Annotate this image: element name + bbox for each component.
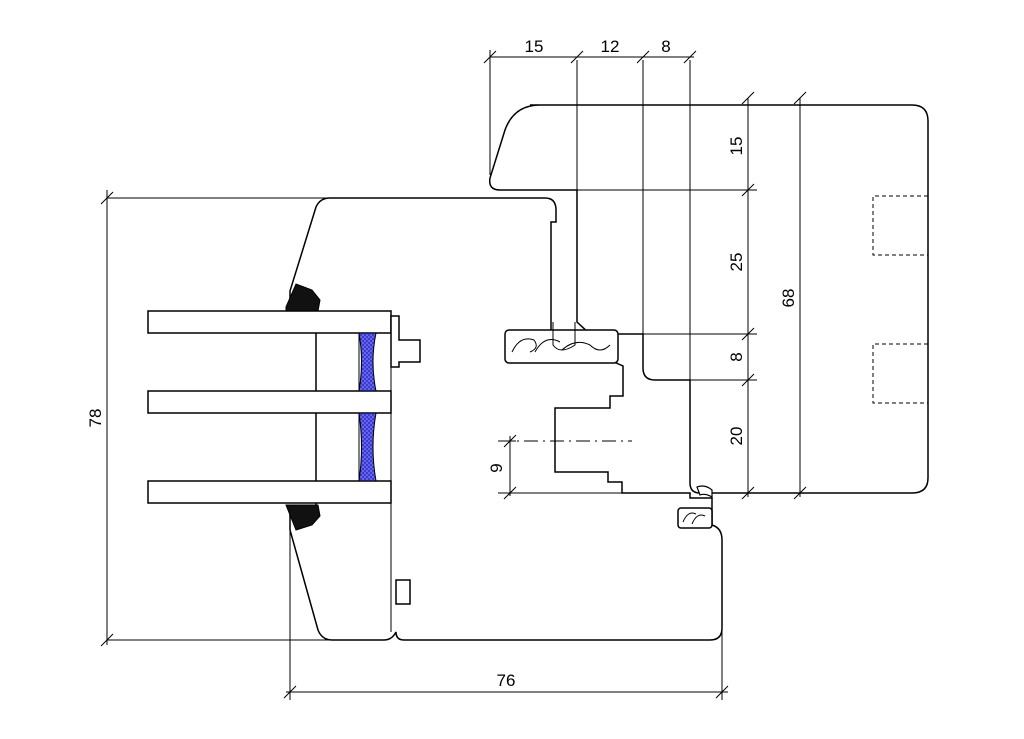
dimension-lines [100,50,807,700]
dim-overall-78: 78 [86,409,105,428]
sash-profile [289,197,723,641]
dim-right-15: 15 [727,137,746,156]
dim-overall-76: 76 [497,671,516,690]
dim-rebate-9: 9 [487,463,506,472]
dim-right-20: 20 [727,427,746,446]
frame-seal [696,485,713,499]
glazing-unit [147,283,421,531]
glazing-gasket-bottom [285,504,321,531]
dim-top-8: 8 [661,37,670,56]
dim-top-15: 15 [525,37,544,56]
frame-profile [488,60,929,499]
glazing-seal-upper [358,332,377,392]
dimension-labels: 15 12 8 15 25 8 20 68 78 76 9 [86,37,798,690]
dim-top-12: 12 [601,37,620,56]
dim-overall-68: 68 [779,289,798,308]
glazing-seal-lower [358,412,377,482]
glazing-gasket-top [285,283,321,312]
dim-right-25: 25 [727,253,746,272]
dim-right-8: 8 [727,352,746,361]
